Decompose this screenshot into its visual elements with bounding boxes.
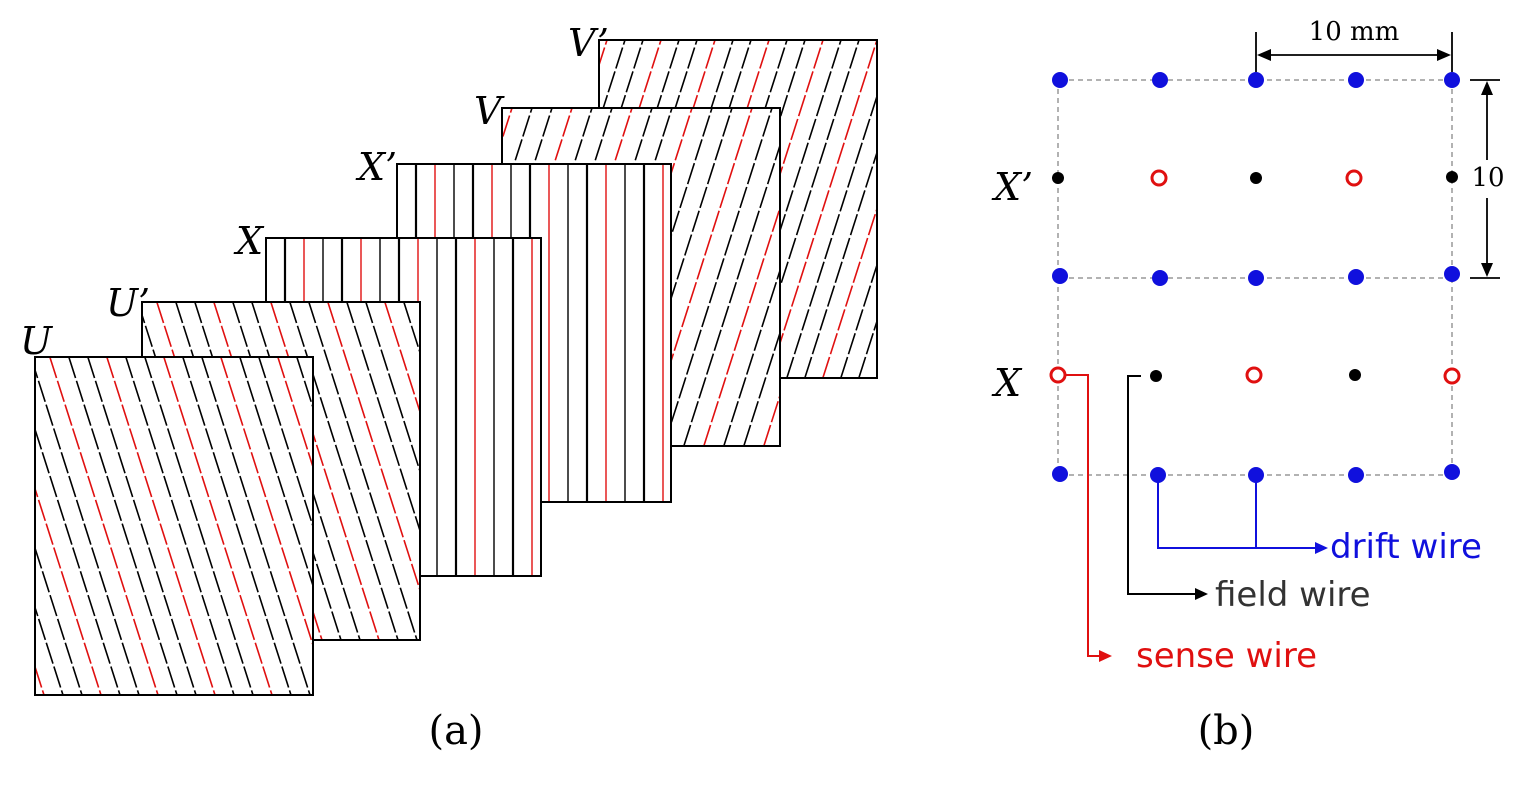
drift-wire-dot (1348, 269, 1364, 285)
plane-wire (840, 262, 877, 378)
plane-wire (125, 357, 235, 695)
plane-wire (931, 40, 1039, 378)
plane-wire (599, 40, 626, 124)
legend-field-wire: field wire (1215, 575, 1371, 615)
vertical-dimension (1470, 79, 1500, 279)
plane-wire (220, 357, 313, 648)
sense-wires (1049, 169, 1461, 385)
plane-wire (239, 357, 313, 589)
plane-wire (35, 604, 64, 695)
field-wires (1052, 171, 1458, 382)
plane-wire (201, 357, 311, 695)
plane-wire (949, 40, 1057, 378)
drift-wire-dot (1150, 467, 1166, 483)
plane-frame-fill (35, 357, 313, 695)
plane-wire (35, 426, 121, 695)
plane-wire (35, 367, 140, 695)
drift-wire-dot (1348, 467, 1364, 483)
plane-wire (346, 302, 420, 534)
plane-wire (895, 40, 1003, 378)
plane-wire (182, 357, 292, 695)
plane-wire (599, 40, 644, 181)
drift-wire-dot (1444, 464, 1460, 480)
drift-wire-dot (1152, 72, 1168, 88)
legend-sense-wire: sense wire (1136, 636, 1317, 676)
drift-wire-dot (1052, 466, 1068, 482)
plane-wire (35, 486, 102, 695)
plane-wire (743, 330, 780, 446)
sense-wire-ring (1345, 169, 1363, 187)
sense-wire-leader (1066, 374, 1112, 662)
drift-wire-dot (1152, 270, 1168, 286)
field-wire-dot (1150, 370, 1162, 382)
field-wire-dot (1052, 172, 1064, 184)
plane-wire (327, 302, 420, 593)
caption-a: (a) (428, 708, 483, 754)
plane-wires (0, 357, 313, 695)
plane-wire (985, 40, 1093, 378)
plane-label-v-prime: V’ (568, 21, 609, 65)
drift-wire-dot (1248, 270, 1264, 286)
plane-label-x-prime: X’ (355, 145, 397, 189)
plane-wire (0, 357, 25, 695)
drift-wires (1052, 72, 1460, 483)
field-wire-dot (1250, 172, 1262, 184)
drift-wire-dot (1248, 467, 1264, 483)
row-label-x-prime: X’ (991, 165, 1033, 209)
plane-wire (876, 374, 877, 378)
vertical-dimension-label: 10 (1471, 163, 1504, 193)
caption-b: (b) (1198, 708, 1255, 754)
plane-wire (308, 302, 418, 640)
plane-frame (34, 356, 314, 696)
plane-label-u: U (20, 319, 54, 363)
wire-plane-u (0, 356, 314, 696)
drift-wire-dot (1348, 72, 1364, 88)
plane-wire (163, 357, 273, 695)
horizontal-dimension (1255, 32, 1453, 72)
panel-b-cell-layout: 10 mm 10 X’ X (991, 17, 1505, 676)
drift-wire-leader (1157, 475, 1328, 554)
sense-wire-ring (1049, 366, 1067, 384)
plane-wire (87, 357, 197, 695)
plane-wire (663, 108, 773, 446)
field-wire-leader (1127, 375, 1208, 600)
plane-wire (703, 205, 780, 446)
legend-drift-wire: drift wire (1330, 527, 1482, 567)
plane-wire (804, 149, 877, 378)
plane-wire (967, 40, 1075, 378)
plane-wire (35, 545, 83, 695)
field-wire-dot (1446, 171, 1458, 183)
horizontal-dimension-label: 10 mm (1309, 17, 1400, 47)
plane-label-v: V (474, 89, 505, 133)
plane-wire (723, 267, 780, 446)
drift-wire-dot (1248, 72, 1264, 88)
sense-wire-ring (1150, 169, 1168, 187)
drift-wire-dot (1052, 268, 1068, 284)
plane-wire (49, 357, 159, 695)
cell-grid (1057, 79, 1453, 476)
plane-wire (913, 40, 1021, 378)
sense-wire-ring (1443, 367, 1461, 385)
plane-wire (768, 40, 877, 378)
plane-label-u-prime: U’ (106, 281, 150, 325)
plane-wire (68, 357, 178, 695)
sense-wire-ring (1245, 366, 1263, 384)
row-label-x: X (991, 361, 1023, 405)
plane-wire (106, 357, 216, 695)
plane-label-x: X (233, 219, 265, 263)
plane-wire (384, 302, 420, 415)
plane-wire (277, 357, 313, 470)
plane-wire (144, 357, 254, 695)
drift-wire-dot (1444, 72, 1460, 88)
plane-wire (884, 108, 992, 446)
plane-wire (683, 142, 780, 446)
field-wire-dot (1349, 369, 1361, 381)
panel-a-wire-planes (0, 39, 1093, 696)
drift-wire-dot (1444, 266, 1460, 282)
drift-wire-dot (1052, 72, 1068, 88)
plane-wire (864, 108, 972, 446)
